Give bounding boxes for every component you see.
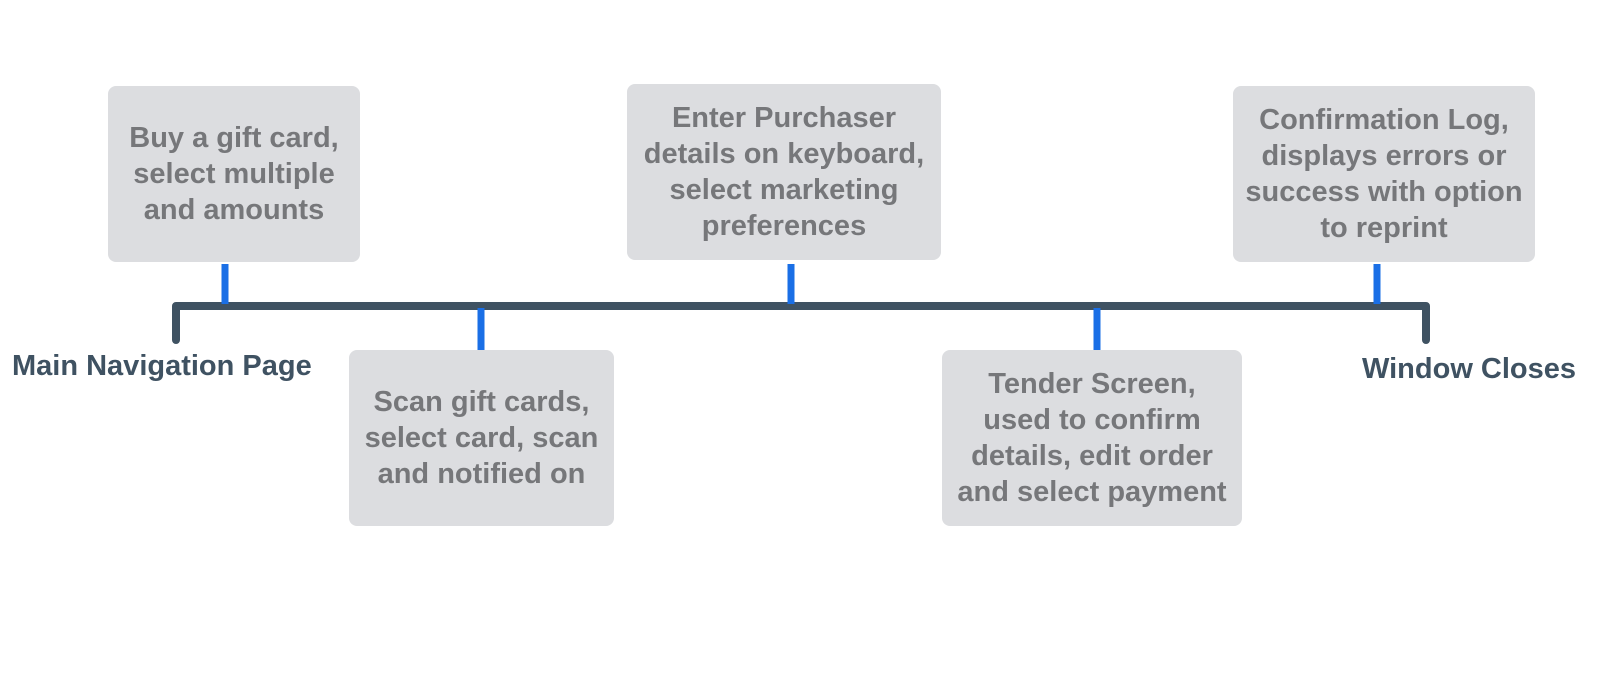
step-text-4: Tender Screen, used to confirm details, …: [957, 368, 1227, 508]
end-label: Window Closes: [1362, 353, 1577, 385]
step-box-2: Scan gift cards, select card, scan and n…: [349, 350, 614, 526]
start-label: Main Navigation Page: [12, 350, 312, 382]
step-text-2: Scan gift cards, select card, scan and n…: [364, 386, 599, 490]
step-text-1: Buy a gift card, select multiple and amo…: [129, 122, 339, 226]
step-box-1: Buy a gift card, select multiple and amo…: [108, 86, 360, 262]
step-box-5: Confirmation Log, displays errors or suc…: [1233, 86, 1535, 262]
step-text-5: Confirmation Log, displays errors or suc…: [1245, 104, 1523, 244]
step-text-3: Enter Purchaser details on keyboard, sel…: [643, 102, 925, 242]
timeline-axis: [172, 302, 1430, 344]
step-box-3: Enter Purchaser details on keyboard, sel…: [627, 84, 941, 260]
step-box-4: Tender Screen, used to confirm details, …: [942, 350, 1242, 526]
